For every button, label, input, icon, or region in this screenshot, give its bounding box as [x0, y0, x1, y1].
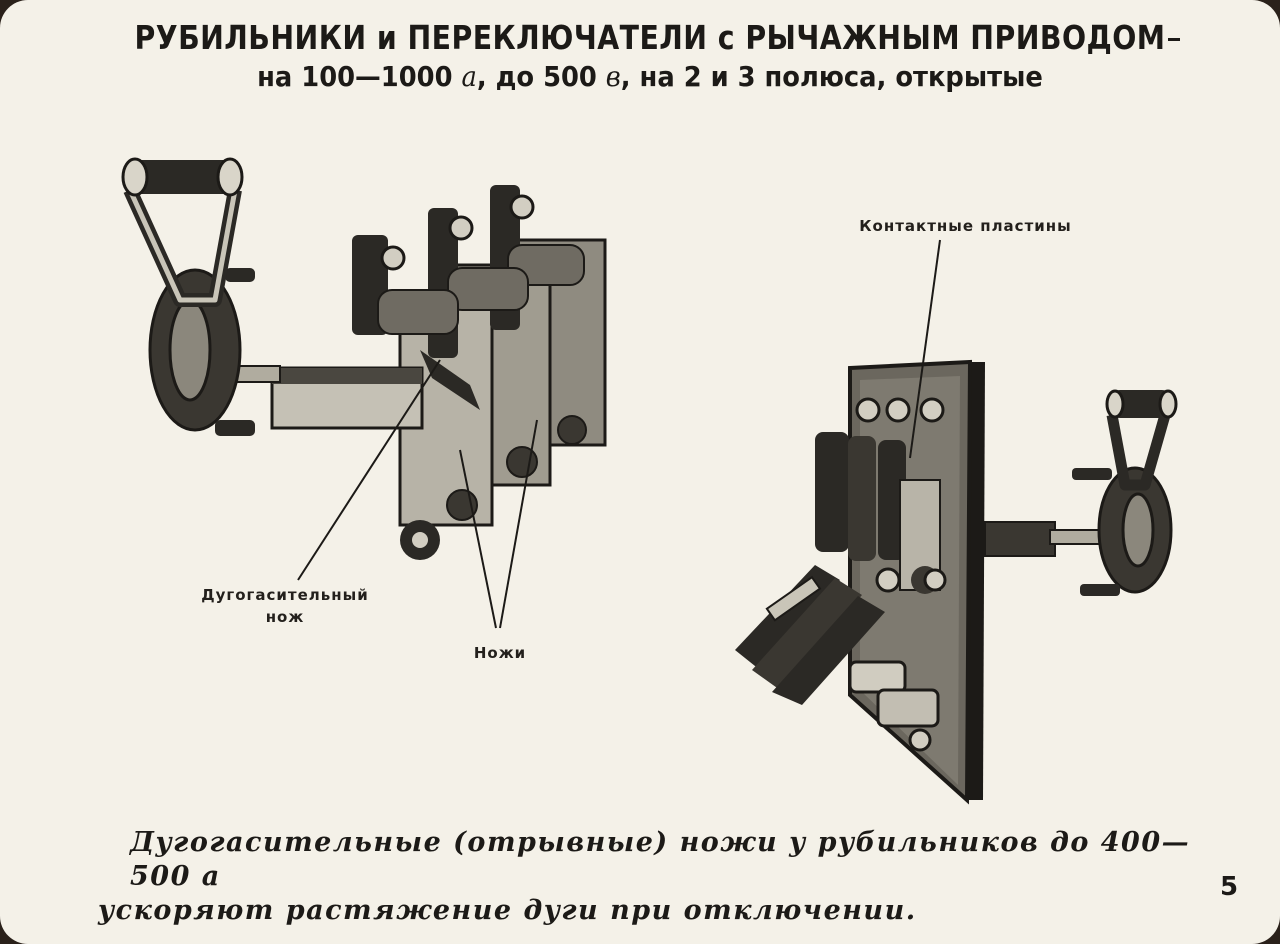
label-arc-knife-line2: нож: [265, 608, 305, 626]
leader-line-contact-plates: [909, 239, 941, 459]
caption-line-2: ускоряют растяжение дуги при отключении.: [98, 895, 917, 926]
label-contact-plates: Контактные пластины: [859, 217, 1072, 235]
label-knives: Ножи: [473, 644, 527, 662]
subtitle-part: , на 2 и 3 полюса, открытые: [620, 60, 1043, 93]
panel-switch-illustration: [735, 359, 1178, 805]
subtitle-unit-ampere: а: [461, 60, 477, 93]
leader-line-arc-knife: [297, 359, 441, 581]
leader-line-knife-a: [459, 449, 497, 629]
subtitle-part: на 100—1000: [257, 60, 462, 93]
subtitle-unit-volt: в: [605, 60, 621, 93]
leader-line-knife-b: [499, 419, 538, 629]
leader-lines: [297, 239, 941, 629]
slide-title: РУБИЛЬНИКИ и ПЕРЕКЛЮЧАТЕЛИ с РЫЧАЖНЫМ ПР…: [134, 18, 1166, 57]
slide-subtitle: на 100—1000 а, до 500 в, на 2 и 3 полюса…: [52, 60, 1248, 93]
label-arc-knife-line1: Дугогасительный: [201, 586, 369, 604]
three-pole-switch-illustration: [121, 157, 607, 560]
label-arc-knife: Дугогасительный нож: [190, 584, 380, 628]
slide-caption: Дугогасительные (отрывные) ножи у рубиль…: [98, 826, 1208, 928]
title-dash-mark: [1168, 38, 1180, 41]
caption-line-1: Дугогасительные (отрывные) ножи у рубиль…: [130, 827, 1191, 892]
page-number: 5: [1220, 872, 1239, 902]
subtitle-part: , до 500: [476, 60, 606, 93]
